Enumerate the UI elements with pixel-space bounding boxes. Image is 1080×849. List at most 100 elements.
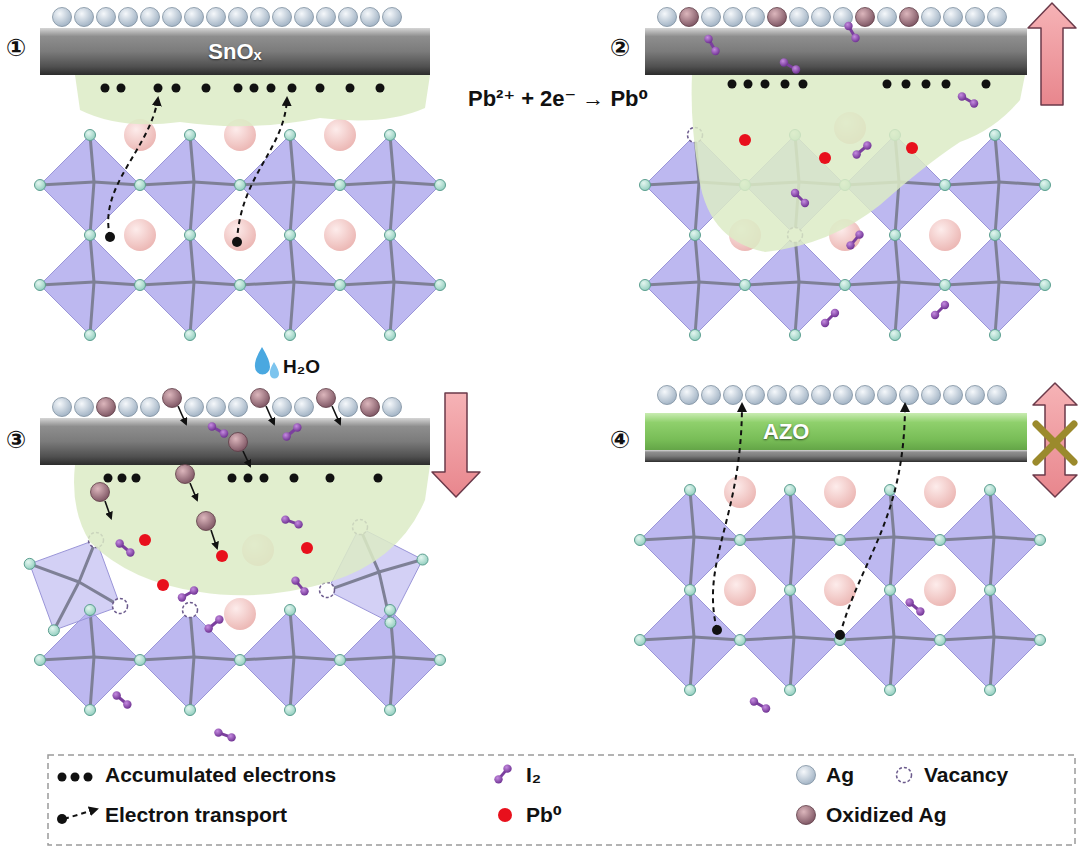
silver-atom: [229, 398, 248, 417]
halide-atom: [385, 605, 396, 616]
iodine-atom: [852, 150, 860, 158]
halide-atom: [935, 635, 946, 646]
octahedron: [840, 590, 940, 690]
bond: [190, 657, 194, 710]
silver-atom: [75, 8, 94, 27]
octahedron: [240, 135, 340, 235]
halide-atom: [790, 330, 801, 341]
octahedron: [645, 235, 745, 335]
electron-dot: [234, 84, 243, 93]
strain-arrow: [432, 393, 480, 497]
halide-atom: [985, 485, 996, 496]
bond: [290, 135, 294, 182]
iodine-atom: [291, 576, 299, 584]
bond: [940, 537, 994, 540]
bond: [140, 657, 194, 660]
octahedron: [40, 235, 140, 335]
cation-sphere: [224, 598, 256, 630]
bond: [994, 637, 1040, 640]
layer-bar: [645, 450, 1027, 462]
bond: [394, 282, 440, 285]
halide-atom: [885, 585, 896, 596]
cation-sphere: [824, 476, 856, 508]
halide-atom: [985, 585, 996, 596]
electron-dot: [57, 814, 67, 824]
bond: [294, 657, 340, 660]
bond: [899, 282, 945, 285]
iodine-atom: [750, 697, 758, 705]
halide-atom: [335, 655, 346, 666]
cation-sphere: [724, 574, 756, 606]
bond: [794, 537, 840, 540]
electron-path: [840, 404, 905, 635]
bond: [990, 590, 994, 637]
bond: [390, 182, 394, 235]
silver-atom: [295, 398, 314, 417]
silver-atom: [53, 8, 72, 27]
panel-number: ②: [610, 34, 630, 62]
bond: [995, 182, 999, 235]
bond: [790, 637, 794, 690]
bond: [694, 637, 740, 640]
silver-atom: [53, 398, 72, 417]
iodine-atom: [214, 728, 222, 736]
halide-atom: [890, 330, 901, 341]
layer-band: SnOₓ: [40, 28, 430, 75]
halide-atom: [185, 705, 196, 716]
silver-atom: [922, 8, 941, 27]
bond: [690, 590, 694, 637]
halide-atom: [24, 558, 35, 569]
bond: [40, 657, 94, 660]
electron-dot: [982, 80, 991, 89]
iodine-atom: [905, 598, 913, 606]
octahedron: [640, 490, 740, 590]
bond: [390, 657, 394, 710]
bond: [190, 282, 194, 335]
iodine-atom: [846, 241, 854, 249]
bond: [745, 282, 799, 285]
octahedron: [945, 235, 1045, 335]
vacancy-symbol: [320, 583, 335, 598]
bond: [290, 610, 294, 657]
iodine-atom: [190, 586, 198, 594]
bond: [645, 282, 699, 285]
oxidized-silver: [97, 398, 116, 417]
iodine-atom: [916, 607, 924, 615]
electron-dot: [728, 80, 737, 89]
silver-atom: [317, 8, 336, 27]
bond: [890, 537, 894, 590]
electron-path: [237, 98, 287, 242]
bond: [690, 490, 694, 537]
iodine-atom: [215, 615, 223, 623]
halide-atom: [85, 705, 96, 716]
bond: [740, 637, 794, 640]
layer-band: AZO: [645, 413, 1027, 451]
halide-atom: [640, 180, 651, 191]
cation-sphere: [124, 219, 156, 251]
silver-atom: [383, 398, 402, 417]
bond: [894, 537, 940, 540]
bond: [795, 282, 799, 335]
silver-atom: [790, 8, 809, 27]
layer-bar: [645, 28, 1027, 75]
legend-text: Accumulated electrons: [105, 763, 336, 787]
silver-atom: [702, 8, 721, 27]
bond: [794, 637, 840, 640]
iodine-atom: [294, 520, 302, 528]
iodine-atom: [844, 22, 852, 30]
bond: [699, 282, 745, 285]
electron-dot: [244, 474, 253, 483]
silver-atom: [966, 386, 985, 405]
electron-dot: [346, 84, 355, 93]
bond: [990, 490, 994, 537]
silver-atom: [966, 8, 985, 27]
reaction-equation: Pb²⁺ + 2e⁻ → Pb⁰: [468, 86, 648, 111]
bond: [294, 282, 340, 285]
iodine-atom: [970, 99, 978, 107]
iodine-atom: [821, 319, 829, 327]
halide-atom: [385, 617, 396, 628]
halide-atom: [785, 485, 796, 496]
electron-dot: [202, 84, 211, 93]
halide-atom: [835, 535, 846, 546]
halide-atom: [940, 280, 951, 291]
